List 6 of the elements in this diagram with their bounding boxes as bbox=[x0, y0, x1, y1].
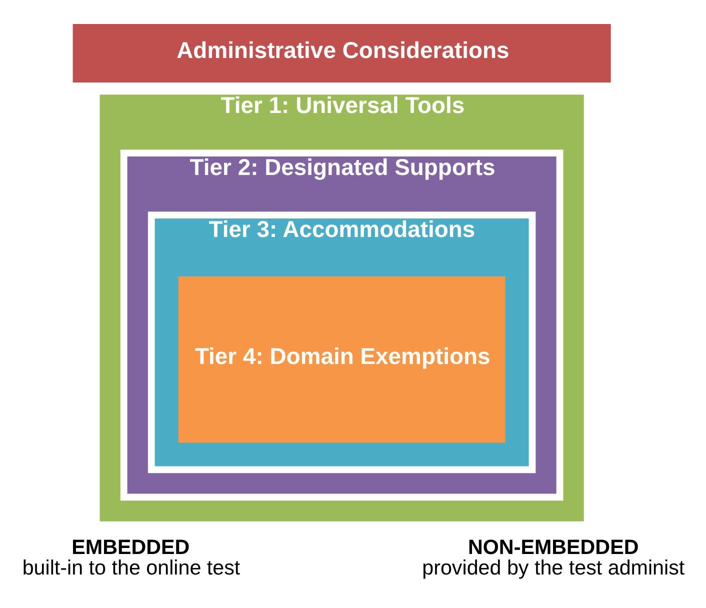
label: provided by the test administ bbox=[422, 556, 685, 580]
label: EMBEDDED bbox=[72, 535, 190, 558]
node-box: Administrative Considerations bbox=[72, 24, 611, 82]
node-box: Tier 4: Domain Exemptions bbox=[178, 276, 506, 442]
label: NON-EMBEDDED bbox=[468, 535, 639, 558]
label: built-in to the online test bbox=[22, 556, 240, 580]
